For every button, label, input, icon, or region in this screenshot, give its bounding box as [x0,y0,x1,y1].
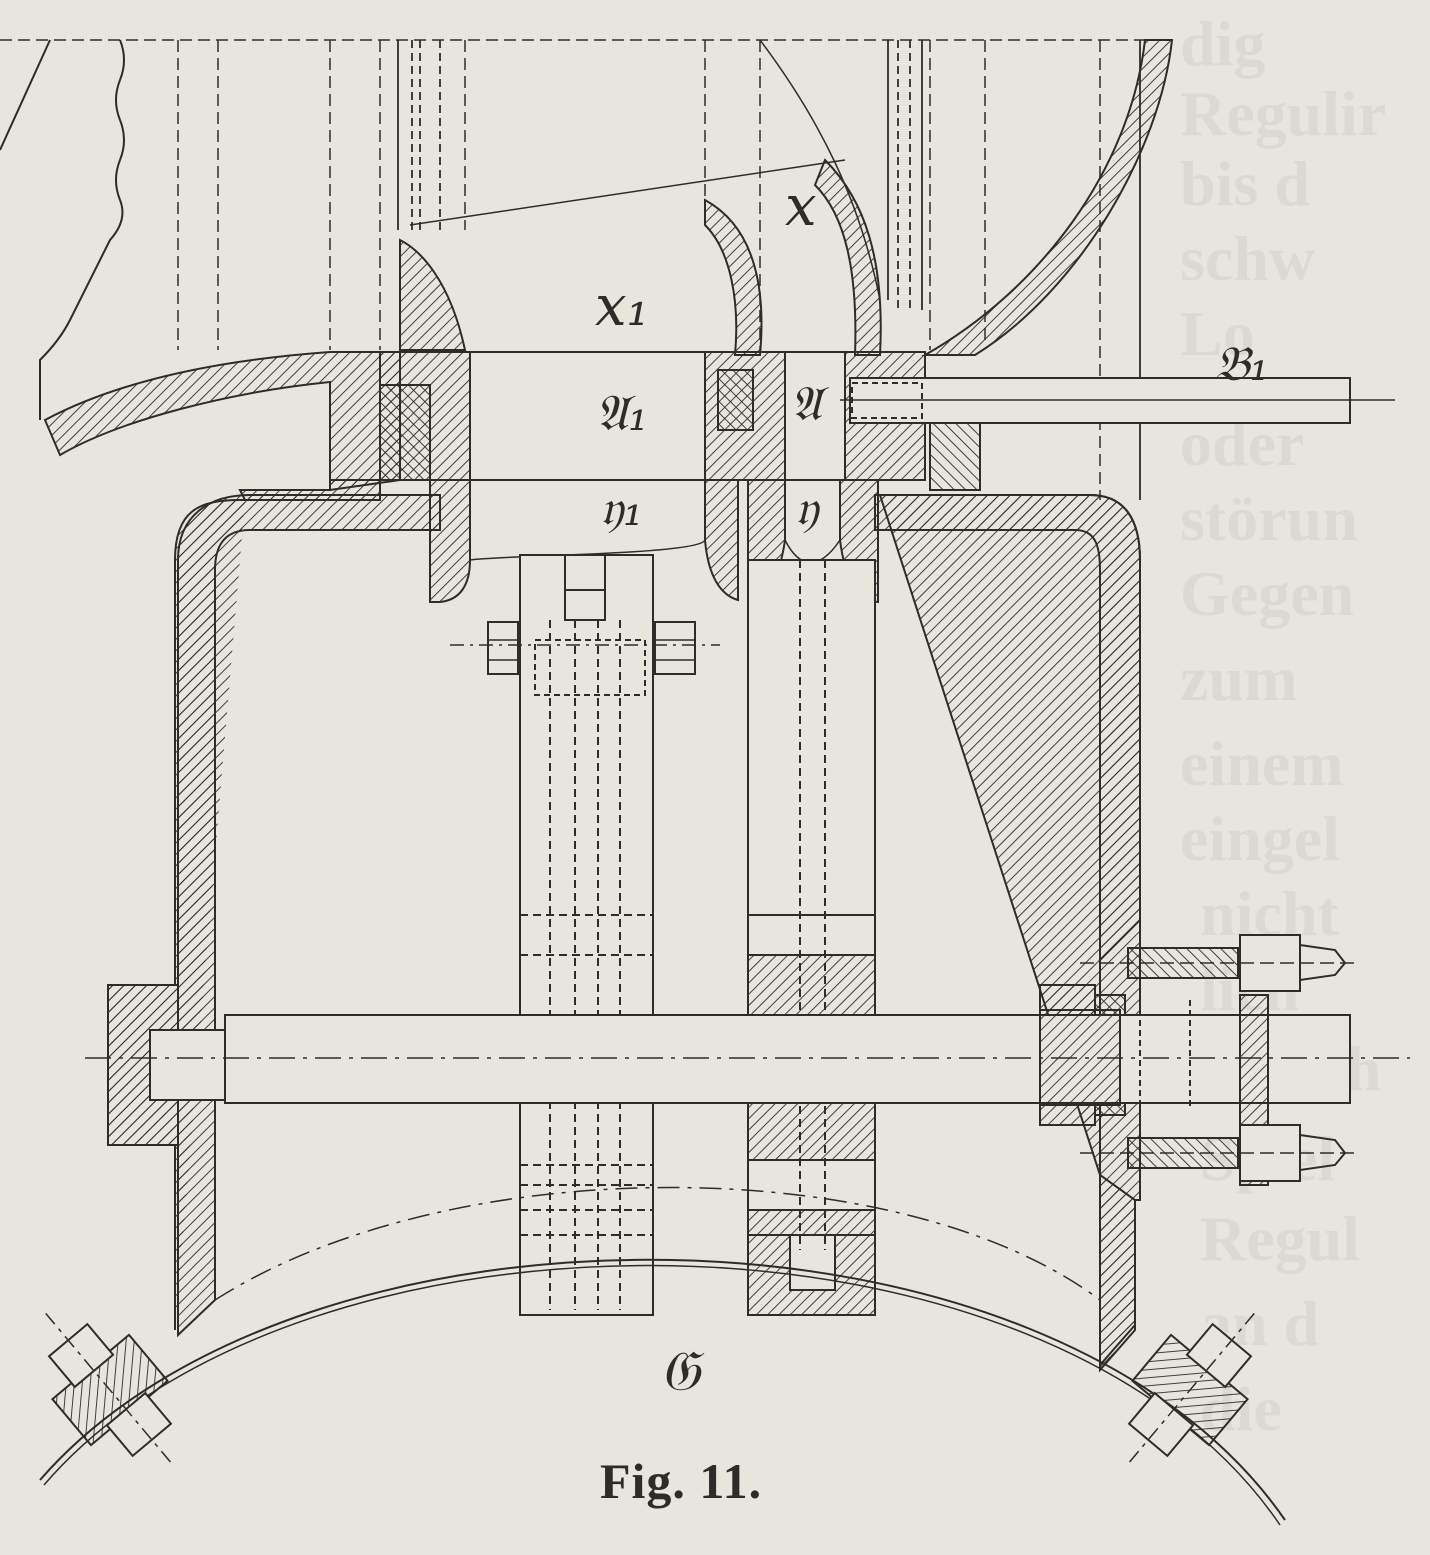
bg-line-11: eingel [1180,803,1340,874]
curved-outer-pipe [921,39,1174,356]
bg-line-2: Regulir [1180,78,1386,149]
label-x1: x₁ [595,274,649,339]
bg-line-9: zum [1180,643,1297,714]
x-hook-left [704,198,763,356]
bg-line-16: Regul [1200,1203,1360,1274]
bottom-left-bolt [45,1312,175,1468]
right-link-rod [747,559,876,1316]
y1-lip [429,479,471,603]
background-text: dig Regulir bis d schw Lo oder störun Ge… [1180,8,1386,1444]
bg-line-5: Lo [1180,298,1255,369]
slope-line [409,159,846,226]
bottom-right-bolt [1125,1312,1255,1468]
housing-wall [107,479,381,1330]
top-bolt [450,621,720,696]
label-y1: 𝔶₁ [600,479,643,537]
dashed-frame [0,39,1170,500]
y-lip [704,479,739,602]
main-shaft [85,1000,1410,1110]
label-a: 𝔄 [790,376,829,432]
figure-caption: Fig. 11. [600,1453,762,1509]
x1-hook [399,238,467,351]
left-broken-wall [0,39,125,420]
label-x: x [785,174,817,239]
label-b1: 𝔅₁ [1215,336,1269,392]
bg-line-10: einem [1180,728,1344,799]
bg-line-7: störun [1180,483,1358,554]
label-a1: 𝔄₁ [595,384,648,442]
rod-b1 [840,377,1395,424]
left-link-rod [519,554,654,1316]
label-c: 𝔊 [660,1339,705,1404]
labels: x₁ x 𝔄₁ 𝔄 𝔶₁ 𝔶 𝔅₁ 𝔊 [595,174,1269,1404]
bg-line-1: dig [1180,8,1265,79]
dash-arc [214,1186,1101,1301]
cover-plate [43,351,401,492]
right-bolts [1080,934,1360,1186]
x-hook-right [813,158,882,356]
bg-line-3: bis d [1180,148,1310,219]
bg-line-8: Gegen [1180,558,1354,629]
label-y: 𝔶 [795,479,820,537]
bg-line-4: schw [1180,223,1315,294]
